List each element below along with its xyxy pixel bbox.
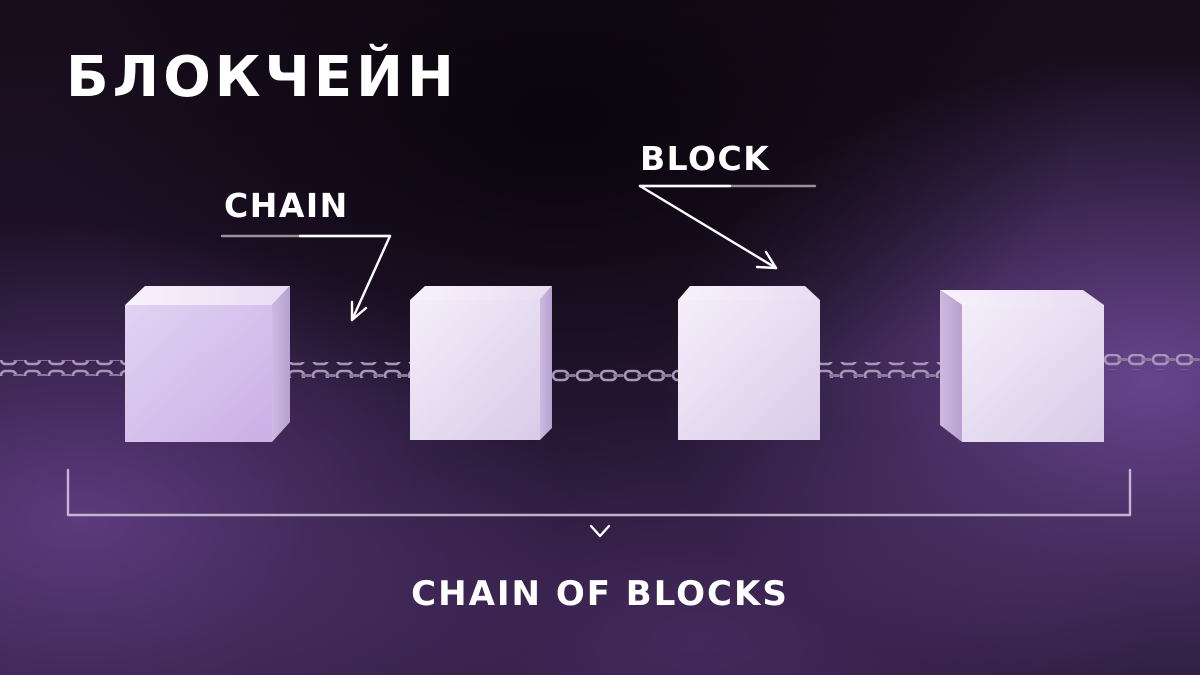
block-4 bbox=[940, 290, 1104, 442]
block-3 bbox=[678, 286, 820, 440]
block-2 bbox=[410, 286, 552, 440]
chain bbox=[0, 354, 1200, 382]
chain-segment-3-4 bbox=[815, 362, 950, 378]
chain-of-blocks-label: CHAIN OF BLOCKS bbox=[411, 574, 789, 614]
chain-segment-left bbox=[0, 360, 135, 376]
chain-segment-1-2 bbox=[274, 362, 420, 378]
chain-label: CHAIN bbox=[224, 186, 349, 225]
bracket bbox=[66, 468, 1132, 538]
block-arrow bbox=[638, 184, 817, 270]
block-1 bbox=[125, 286, 290, 442]
chain-arrow bbox=[220, 234, 392, 322]
chain-segment-2-3 bbox=[548, 366, 688, 382]
chain-segment-right bbox=[1100, 354, 1200, 370]
page-title: БЛОКЧЕЙН bbox=[66, 45, 458, 110]
block-label: BLOCK bbox=[640, 139, 771, 178]
